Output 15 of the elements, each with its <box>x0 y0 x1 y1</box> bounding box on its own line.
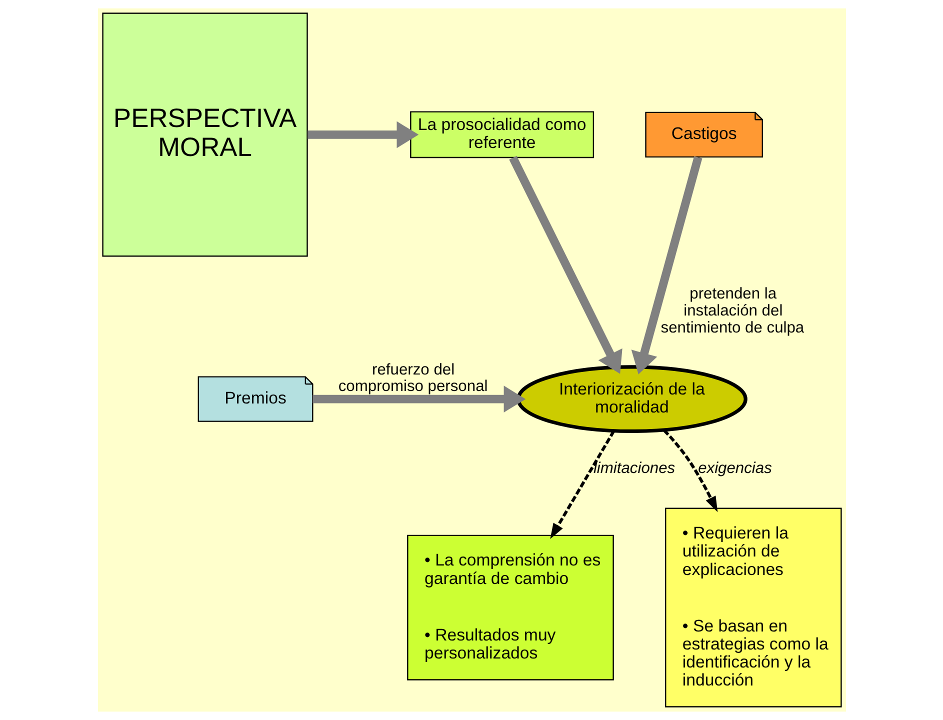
arrow <box>307 121 418 148</box>
node-box: • La comprensión no es garantía de cambio • Resultados muy personalizados <box>406 534 614 680</box>
arrow <box>312 386 526 412</box>
node-box: PERSPECTIVA MORAL <box>102 12 308 257</box>
node-ellipse: Interiorización de la moralidad <box>516 365 747 434</box>
arrow <box>630 156 702 374</box>
arrow <box>508 156 622 374</box>
edge-label: limitaciones <box>592 460 675 477</box>
edge-label: refuerzo del compromiso personal <box>338 361 488 396</box>
edge-label: pretenden la instalación del sentimiento de culpa <box>660 286 804 336</box>
arrow <box>662 429 718 512</box>
node-box: • Requieren la utilización de explicaciones • Se basan en estrategias como la identificación y la inducción <box>664 508 842 708</box>
edge-label: exigencias <box>698 460 772 477</box>
arrow <box>550 430 615 540</box>
node-box: La prosocialidad como referente <box>410 111 594 158</box>
